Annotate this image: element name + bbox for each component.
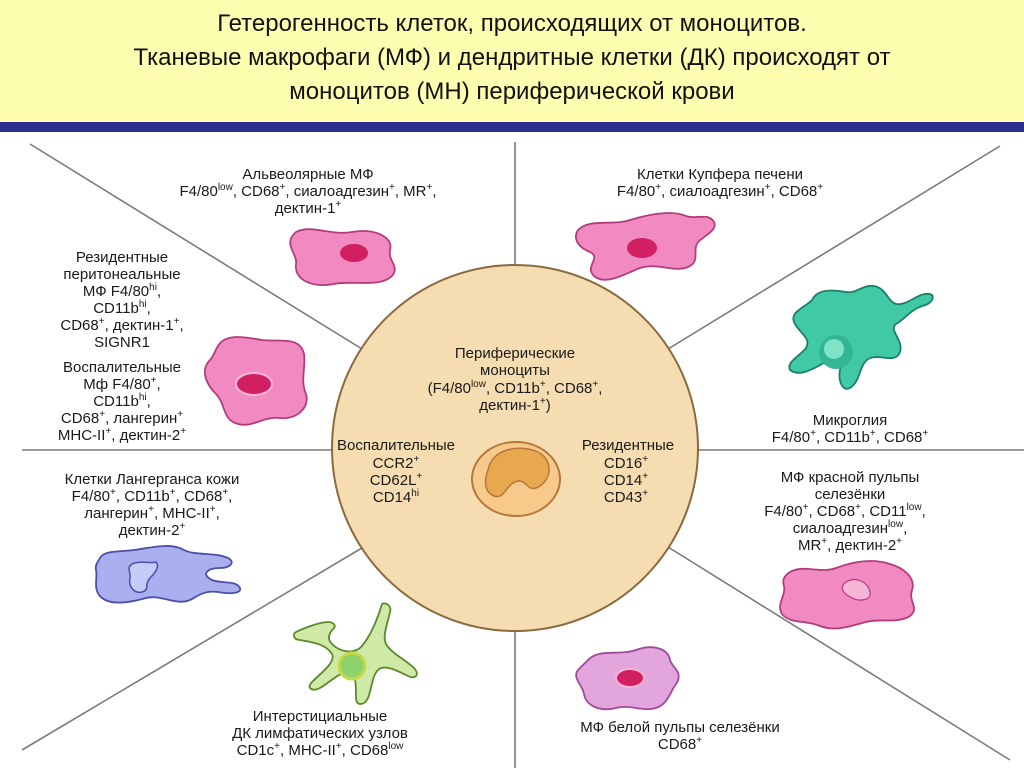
interstitial-dendritic-cell-icon <box>293 602 418 705</box>
monocyte-diagram: Периферические моноциты (F4/80low, CD11b… <box>21 142 1024 768</box>
microglia-markers: F4/80+, CD11b+, CD68+ <box>772 428 929 446</box>
resident-marker-3: CD43+ <box>604 488 648 506</box>
kupffer-cells-title: Клетки Купфера печени <box>637 166 803 183</box>
center-title-line-2: моноциты <box>480 362 550 379</box>
alveolar-macrophage-cell-icon <box>289 228 396 286</box>
sector-line-lower-left <box>21 541 373 751</box>
alveolar-mf-title: Альвеолярные МФ <box>242 166 373 183</box>
inflammatory-mf-line-5: MHC-II+, дектин-2+ <box>58 426 186 444</box>
monocyte-cell-icon <box>471 441 561 517</box>
sector-lines <box>21 142 1024 768</box>
kupffer-cell-icon <box>575 212 716 281</box>
white-pulp-mf-line-2: CD68+ <box>658 735 702 753</box>
interstitial-dc-line-2: ДК лимфатических узлов <box>232 725 408 742</box>
title-line-3: моноцитов (МН) периферической крови <box>289 78 735 105</box>
center-markers-line-2: дектин-1+) <box>479 396 551 414</box>
inflammatory-mf-line-2: Мф F4/80+, <box>83 375 160 393</box>
alveolar-mf-markers-1: F4/80low, CD68+, сиалоадгезин+, MR+, <box>179 182 436 200</box>
inflammatory-mf-line-4: CD68+, лангерин+ <box>61 409 183 427</box>
sector-line-lower-right <box>659 541 1011 761</box>
peritoneal-mf-line-5: CD68+, дектин-1+, <box>60 316 183 334</box>
resident-monocytes-title: Резидентные <box>582 437 674 454</box>
resident-marker-1: CD16+ <box>604 454 648 472</box>
kupffer-cells-markers: F4/80+, сиалоадгезин+, CD68+ <box>617 182 823 200</box>
red-pulp-mf-line-4: сиалоадгезинlow, <box>793 519 907 537</box>
red-pulp-mf-line-3: F4/80+, CD68+, CD11low, <box>764 502 926 520</box>
alveolar-mf-markers-2: дектин-1+ <box>275 199 342 217</box>
sector-line-upper-right <box>654 145 1001 358</box>
langerhans-cell-icon <box>94 545 241 604</box>
peritoneal-mf-line-6: SIGNR1 <box>94 334 150 351</box>
white-pulp-mf-line-1: МФ белой пульпы селезёнки <box>580 719 779 736</box>
red-pulp-mf-line-2: селезёнки <box>815 486 886 503</box>
sector-line-upper-left <box>29 143 376 358</box>
header-divider-bar <box>0 122 1024 132</box>
title-line-1: Гетерогенность клеток, происходящих от м… <box>217 10 807 37</box>
microglia-cell-icon <box>788 284 934 390</box>
peritoneal-mf-line-2: перитонеальные <box>63 266 180 283</box>
interstitial-dc-line-3: CD1c+, MHC-II+, CD68low <box>237 741 405 759</box>
red-pulp-mf-line-5: MR+, дектин-2+ <box>798 536 902 554</box>
inflammatory-marker-1: CCR2+ <box>373 454 420 472</box>
inflammatory-marker-3: CD14hi <box>373 488 419 506</box>
interstitial-dc-line-1: Интерстициальные <box>253 708 388 725</box>
center-title-line-1: Периферические <box>455 345 575 362</box>
inflammatory-mf-line-3: CD11bhi, <box>93 392 151 410</box>
peritoneal-mf-line-3: МФ F4/80hi, <box>83 282 161 300</box>
red-pulp-macrophage-cell-icon <box>779 560 915 630</box>
langerhans-line-2: F4/80+, CD11b+, CD68+, <box>72 487 233 505</box>
microglia-title: Микроглия <box>813 412 888 429</box>
inflammatory-mf-line-1: Воспалительные <box>63 359 181 376</box>
peritoneal-mf-line-1: Резидентные <box>76 249 168 266</box>
langerhans-line-3: лангерин+, MHC-II+, <box>84 504 220 522</box>
peritoneal-macrophage-cell-icon <box>203 336 308 426</box>
title-line-2: Тканевые макрофаги (МФ) и дендритные кле… <box>133 44 891 71</box>
peritoneal-mf-line-4: CD11bhi, <box>93 299 151 317</box>
red-pulp-mf-line-1: МФ красной пульпы <box>781 469 920 486</box>
white-pulp-macrophage-cell-icon <box>575 646 680 711</box>
inflammatory-monocytes-title: Воспалительные <box>337 437 455 454</box>
center-markers-line-1: (F4/80low, CD11b+, CD68+, <box>428 379 603 397</box>
langerhans-line-4: дектин-2+ <box>119 521 186 539</box>
langerhans-line-1: Клетки Лангерганса кожи <box>65 471 240 488</box>
title-banner: Гетерогенность клеток, происходящих от м… <box>0 0 1024 122</box>
inflammatory-marker-2: CD62L+ <box>370 471 423 489</box>
resident-marker-2: CD14+ <box>604 471 648 489</box>
